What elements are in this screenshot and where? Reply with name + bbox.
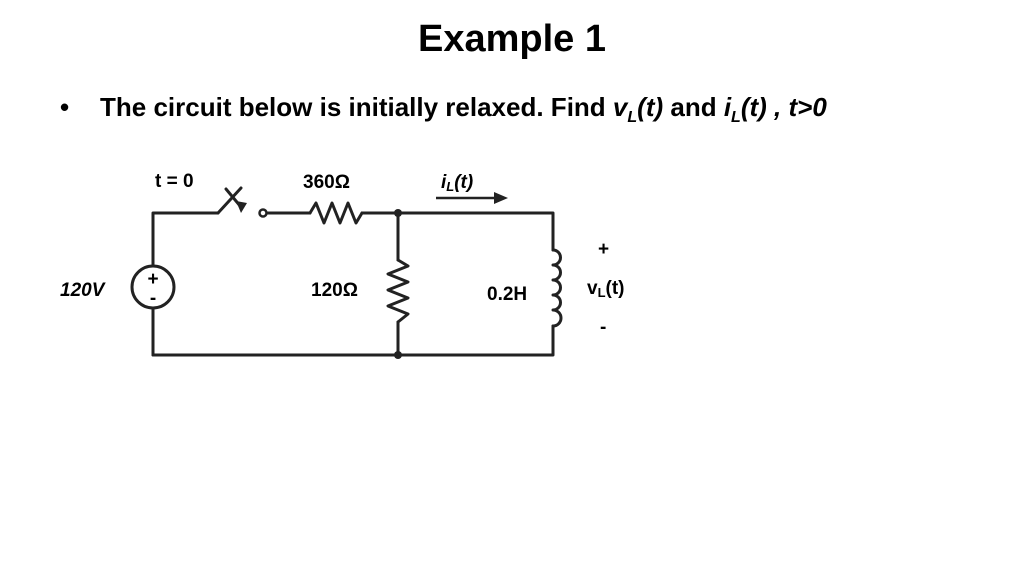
voltage-minus-sign: - (600, 317, 606, 338)
statement-v-var: v (612, 92, 628, 122)
statement-suffix: , t>0 (766, 92, 827, 122)
shunt-resistor-symbol (386, 258, 410, 324)
source-minus-sign: - (150, 288, 156, 309)
statement-prefix: The circuit below is initially relaxed. … (100, 92, 613, 122)
wire-top-right (396, 211, 555, 252)
slide-title: Example 1 (418, 18, 606, 60)
switch-symbol (216, 186, 268, 218)
statement-and: and (663, 92, 724, 122)
junction-top (394, 209, 402, 217)
current-label-var: i (441, 172, 447, 193)
statement-i-sub: L (731, 109, 741, 127)
shunt-resistor-label: 120Ω (311, 280, 358, 301)
current-arrow-icon (436, 192, 508, 204)
wire-left-top (151, 211, 220, 268)
statement-i-arg: (t) (740, 92, 767, 122)
problem-statement: • The circuit below is initially relaxed.… (60, 92, 827, 127)
junction-bottom (394, 351, 402, 359)
series-resistor-symbol (308, 201, 364, 225)
voltage-source-symbol (130, 264, 176, 310)
current-label: iL(t) (441, 172, 473, 194)
current-label-sub: L (446, 179, 454, 194)
statement-v-arg: (t) (637, 92, 664, 122)
inductor-label: 0.2H (487, 284, 527, 305)
voltage-plus-sign: + (598, 239, 609, 260)
source-label: 120V (60, 280, 106, 301)
wire-bottom (151, 324, 555, 357)
statement-v-sub: L (627, 109, 638, 127)
series-resistor-label: 360Ω (303, 172, 350, 193)
voltage-label-arg: (t) (606, 278, 625, 299)
current-label-arg: (t) (454, 172, 473, 193)
statement-i-var: i (723, 92, 732, 122)
switch-label: t = 0 (155, 171, 194, 192)
voltage-label: vL(t) (587, 278, 625, 300)
voltage-label-var: v (587, 278, 598, 299)
inductor-symbol (551, 248, 563, 328)
source-plus-sign: + (147, 269, 158, 290)
voltage-label-sub: L (598, 285, 606, 300)
bullet-icon: • (60, 92, 70, 122)
